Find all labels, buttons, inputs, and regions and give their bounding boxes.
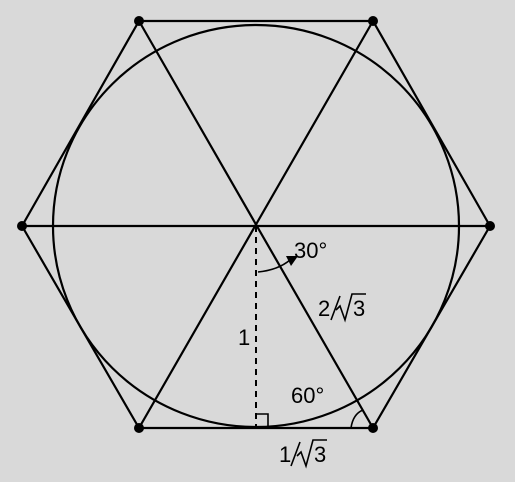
vertex-dot <box>134 423 144 433</box>
half-side-numerator: 1 <box>279 442 291 467</box>
vertex-dot <box>485 221 495 231</box>
hypotenuse-label: 2 3 <box>318 293 366 323</box>
vertex-dot <box>368 423 378 433</box>
angle-arrow-curve <box>257 259 291 273</box>
fraction-slash <box>290 441 301 467</box>
hypotenuse-numerator: 2 <box>318 296 330 321</box>
sqrt-symbol <box>296 439 327 469</box>
angle-arrow-head <box>286 256 298 266</box>
vertex-dot <box>134 16 144 26</box>
fraction-slash <box>330 295 341 321</box>
vertex-dot <box>17 221 27 231</box>
angle-60-label: 60° <box>291 383 324 408</box>
right-angle-marker <box>256 413 269 428</box>
half-side-denominator: 3 <box>314 442 326 467</box>
diagonal-top-right-bottom-left <box>137 19 375 430</box>
angle-30-label: 30° <box>294 238 327 263</box>
vertex-dot <box>368 16 378 26</box>
half-side-label: 1 3 <box>279 439 327 469</box>
vertex-dots <box>17 16 495 433</box>
hypotenuse-denominator: 3 <box>353 296 365 321</box>
angle-60-arc <box>350 409 364 429</box>
sqrt-symbol <box>335 293 366 323</box>
height-label: 1 <box>238 325 250 350</box>
